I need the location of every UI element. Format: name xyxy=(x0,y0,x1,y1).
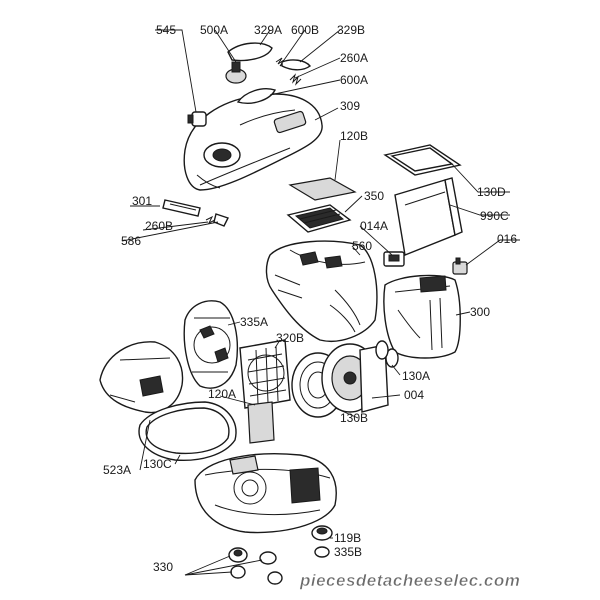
label-309: 309 xyxy=(340,99,360,113)
label-350: 350 xyxy=(364,189,384,203)
filter-120b xyxy=(288,177,357,201)
part-016 xyxy=(452,257,468,275)
watermark-text: piecesdetacheeselec.com xyxy=(299,571,520,590)
wheel-335b xyxy=(314,546,330,558)
label-600b: 600B xyxy=(291,23,319,37)
label-016: 016 xyxy=(497,232,517,246)
label-120b: 120B xyxy=(340,129,368,143)
lever-586 xyxy=(213,213,229,227)
label-990c: 990C xyxy=(480,209,509,223)
label-545: 545 xyxy=(156,23,176,37)
filter-frame-350 xyxy=(286,204,352,233)
part-014a xyxy=(383,251,405,267)
label-330: 330 xyxy=(153,560,173,574)
gasket-130d xyxy=(383,144,462,176)
part-labels: 545 500A 329A 600B 329B 260A 600A 309 12… xyxy=(103,23,517,574)
label-130a: 130A xyxy=(402,369,430,383)
filter-120a xyxy=(247,401,275,444)
grille-320b xyxy=(239,339,291,409)
label-329b: 329B xyxy=(337,23,365,37)
gasket-130c xyxy=(138,401,237,462)
label-119b: 119B xyxy=(334,531,361,545)
spring-260a xyxy=(289,73,302,86)
label-329a: 329A xyxy=(254,23,282,37)
wheel-119b xyxy=(311,525,333,541)
base-330 xyxy=(194,453,337,534)
part-545 xyxy=(187,111,207,127)
label-335a: 335A xyxy=(240,315,268,329)
flap-301 xyxy=(162,199,201,217)
label-586: 586 xyxy=(121,234,141,248)
handle-gasket-600a xyxy=(236,88,276,104)
rear-cover-523a xyxy=(99,341,184,414)
dust-container-990c xyxy=(394,177,463,256)
label-260b: 260B xyxy=(145,219,173,233)
clip-329b xyxy=(281,59,312,71)
label-120a: 120A xyxy=(208,387,236,401)
label-523a: 523A xyxy=(103,463,131,477)
motor-004 xyxy=(321,343,389,413)
label-560: 560 xyxy=(352,239,372,253)
label-004: 004 xyxy=(404,388,424,402)
spring-260b xyxy=(205,215,216,225)
label-130b: 130B xyxy=(340,411,368,425)
motor-cover-335a xyxy=(183,300,239,389)
label-260a: 260A xyxy=(340,51,368,65)
label-301: 301 xyxy=(132,194,152,208)
label-300: 300 xyxy=(470,305,490,319)
label-014a: 014A xyxy=(360,219,388,233)
label-130c: 130C xyxy=(143,457,172,471)
gasket-130a xyxy=(375,340,399,368)
spring-600b xyxy=(275,57,287,67)
button-500a xyxy=(225,61,247,84)
lever-329a xyxy=(227,42,273,62)
label-500a: 500A xyxy=(200,23,228,37)
label-320b: 320B xyxy=(276,331,304,345)
label-600a: 600A xyxy=(340,73,368,87)
top-cover-309 xyxy=(183,93,323,191)
leader-lines xyxy=(121,29,520,576)
label-335b: 335B xyxy=(334,545,362,559)
wheels-330 xyxy=(228,547,283,585)
label-130d: 130D xyxy=(477,185,506,199)
chassis-560 xyxy=(265,240,378,342)
motor-housing-300 xyxy=(383,274,461,359)
